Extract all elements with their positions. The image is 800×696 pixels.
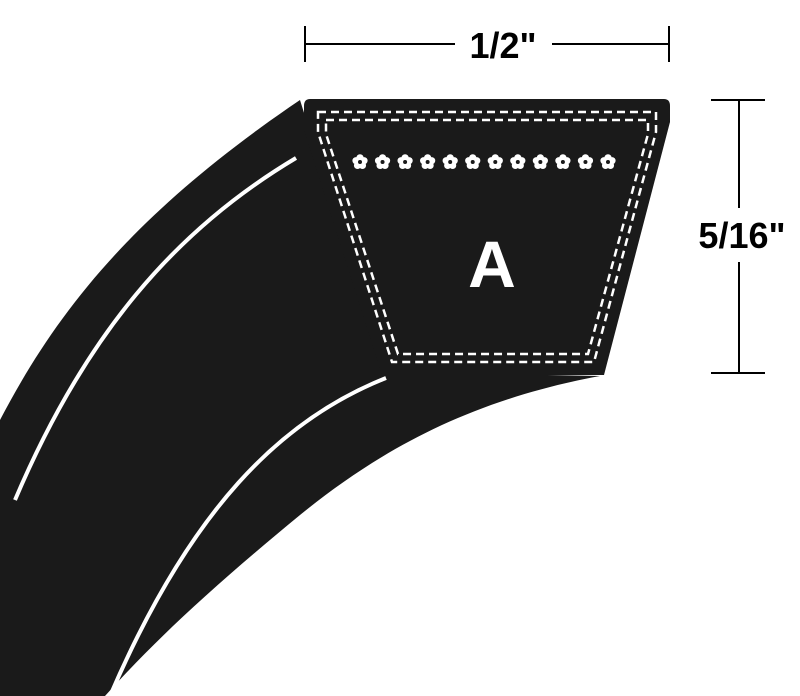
belt-edge-line-outer bbox=[13, 156, 298, 501]
belt-curved-section bbox=[0, 100, 600, 696]
belt-edge-line-inner bbox=[108, 376, 387, 696]
tension-cord bbox=[442, 154, 458, 169]
tension-cord bbox=[600, 154, 616, 169]
tension-cord bbox=[465, 154, 481, 169]
tension-cords bbox=[352, 154, 616, 169]
belt-cross-section: A bbox=[304, 99, 670, 375]
tension-cord bbox=[397, 154, 413, 169]
width-dimension: 1/2" bbox=[304, 25, 670, 66]
cross-section-trapezoid bbox=[304, 99, 670, 375]
tension-cord bbox=[555, 154, 571, 169]
width-label: 1/2" bbox=[469, 25, 536, 66]
tension-cord bbox=[420, 154, 436, 169]
thickness-label: 5/16" bbox=[698, 215, 785, 256]
tension-cord bbox=[577, 154, 594, 169]
tension-cord bbox=[487, 154, 503, 169]
stitch-line-outer bbox=[316, 110, 658, 364]
tension-cord bbox=[532, 154, 548, 169]
belt-section-label: A bbox=[468, 227, 516, 301]
stitch-line-inner bbox=[324, 118, 650, 356]
tension-cord bbox=[352, 154, 368, 169]
belt-body bbox=[0, 100, 600, 696]
thickness-dimension: 5/16" bbox=[698, 99, 786, 374]
tension-cord bbox=[374, 154, 391, 169]
tension-cord bbox=[510, 154, 526, 169]
